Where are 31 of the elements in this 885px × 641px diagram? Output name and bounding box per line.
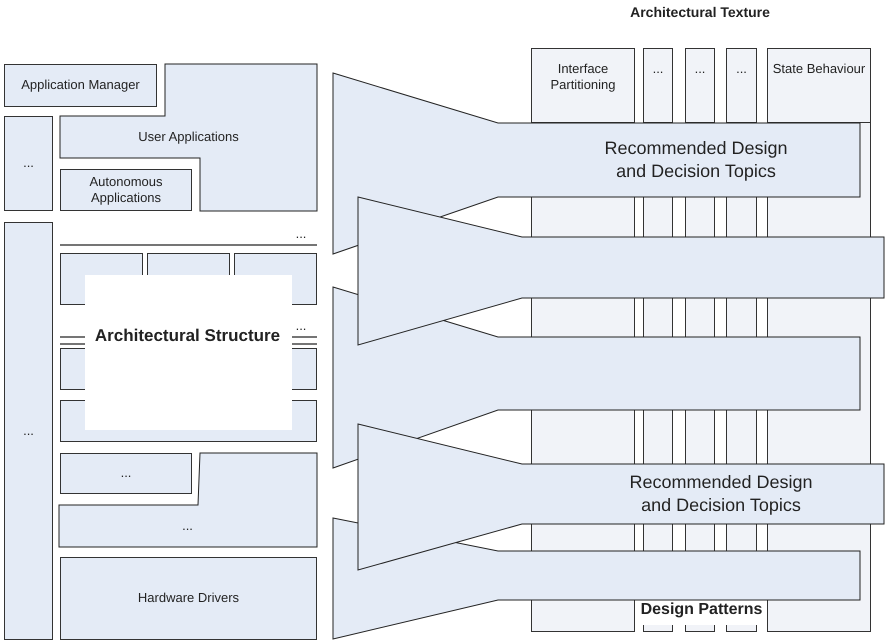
funnel-label: User Applications (138, 128, 239, 146)
box-label: ... (120, 465, 132, 482)
column-header (531, 48, 635, 123)
box-label: ... (23, 155, 34, 172)
column-header (767, 48, 871, 123)
overlay-panel (85, 275, 292, 430)
box-label: Interface Partitioning (549, 61, 617, 94)
layer-box (4, 116, 53, 211)
layer-box (60, 169, 192, 211)
funnel-label: Recommended Design and Decision Topics (628, 470, 814, 517)
box-label: Application Manager (21, 77, 140, 94)
layer-box (60, 557, 317, 640)
column-header (685, 48, 715, 123)
box-label: ... (652, 61, 664, 78)
column-header (643, 48, 673, 123)
box-label: Autonomous Applications (88, 174, 164, 206)
ellipsis-label: ... (294, 226, 308, 241)
ellipsis-label: ... (294, 318, 308, 333)
heading: Architectural Texture (629, 4, 771, 20)
funnel-label: ... (182, 518, 193, 534)
column-header (726, 48, 757, 123)
layer-box (60, 453, 192, 494)
funnel-label: Recommended Design and Decision Topics (603, 136, 789, 183)
box-label: ... (694, 61, 706, 78)
box-label: State Behaviour (772, 61, 866, 78)
box-label: Hardware Drivers (138, 590, 240, 607)
box-label: Architectural Structure (94, 325, 280, 348)
box-label: ... (736, 61, 747, 78)
layer-box (4, 64, 157, 107)
box-label: ... (23, 422, 34, 440)
layer-box (4, 222, 53, 640)
